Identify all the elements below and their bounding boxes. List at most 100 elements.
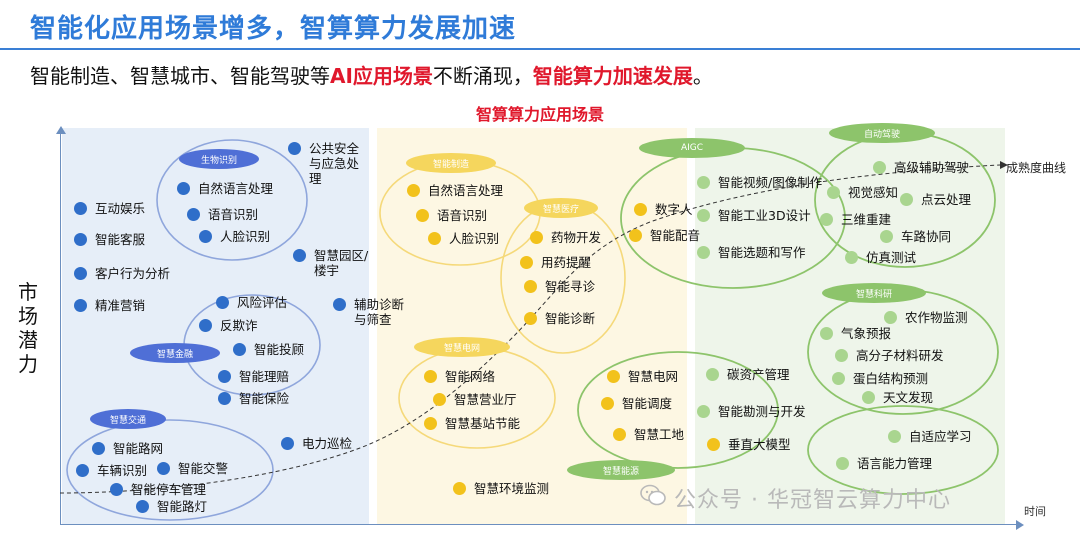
bullet-dot bbox=[634, 203, 647, 216]
group-label-autodrive: 自动驾驶 bbox=[829, 123, 935, 143]
item-adaptive: 自适应学习 bbox=[888, 429, 972, 444]
energy-ellipse bbox=[577, 351, 779, 469]
wechat-icon bbox=[640, 484, 666, 506]
item-polymer: 高分子材料研发 bbox=[835, 348, 944, 363]
item-simulation: 仿真测试 bbox=[845, 250, 916, 265]
item-label: 语言能力管理 bbox=[857, 456, 933, 471]
traffic-ellipse bbox=[66, 419, 274, 521]
item-label: 农作物监测 bbox=[905, 310, 968, 325]
item-label: 智慧营业厅 bbox=[454, 392, 517, 407]
group-label-medical: 智慧医疗 bbox=[524, 198, 598, 218]
zone-mature bbox=[695, 128, 1005, 524]
bullet-dot bbox=[607, 370, 620, 383]
zone-middle bbox=[377, 128, 687, 524]
group-label-energy: 智慧能源 bbox=[567, 460, 675, 480]
bullet-dot bbox=[880, 230, 893, 243]
item-label: 碳资产管理 bbox=[727, 367, 790, 382]
item-robo-advisor: 智能投顾 bbox=[233, 342, 304, 357]
bullet-dot bbox=[453, 482, 466, 495]
item-language: 语言能力管理 bbox=[836, 456, 932, 471]
bullet-dot bbox=[199, 230, 212, 243]
item-med-reminder: 用药提醒 bbox=[520, 255, 591, 270]
bullet-dot bbox=[820, 327, 833, 340]
item-label: 数字人 bbox=[655, 202, 693, 217]
group-label-traffic: 智慧交通 bbox=[90, 409, 166, 429]
item-3d-design: 智能工业3D设计 bbox=[697, 208, 811, 223]
item-weather: 气象预报 bbox=[820, 326, 891, 341]
subtitle: 智能制造、智慧城市、智能驾驶等AI应用场景不断涌现，智能算力加速发展。 bbox=[30, 60, 713, 89]
item-label: 点云处理 bbox=[921, 192, 972, 207]
item-label: 高分子材料研发 bbox=[856, 348, 944, 363]
item-vehicle-recognition: 车辆识别 bbox=[76, 463, 147, 478]
item-label: 智能停车管理 bbox=[131, 482, 207, 497]
item-label: 车路协同 bbox=[901, 229, 952, 244]
item-carbon: 碳资产管理 bbox=[706, 367, 790, 382]
item-label: 精准营销 bbox=[95, 298, 146, 313]
item-exploration: 智能勘测与开发 bbox=[697, 404, 806, 419]
item-writing: 智能选题和写作 bbox=[697, 245, 806, 260]
bullet-dot bbox=[416, 209, 429, 222]
item-label: 自然语言处理 bbox=[198, 181, 274, 196]
bullet-dot bbox=[333, 298, 346, 311]
bullet-dot bbox=[530, 231, 543, 244]
x-axis-label: 时间 bbox=[1024, 505, 1046, 518]
bullet-dot bbox=[216, 296, 229, 309]
bullet-dot bbox=[707, 438, 720, 451]
item-label: 智慧电网 bbox=[628, 369, 679, 384]
item-road-network: 智能路网 bbox=[92, 441, 163, 456]
item-pointcloud: 点云处理 bbox=[900, 192, 971, 207]
bullet-dot bbox=[862, 391, 875, 404]
item-nlp-1: 自然语言处理 bbox=[177, 181, 273, 196]
bullet-dot bbox=[199, 319, 212, 332]
item-label: 智能保险 bbox=[239, 391, 290, 406]
item-label: 智慧园区/楼宇 bbox=[314, 248, 369, 278]
y-axis-label: 市场潜力 bbox=[18, 280, 38, 376]
item-label: 辅助诊断与筛查 bbox=[354, 297, 405, 327]
item-crop: 农作物监测 bbox=[884, 310, 968, 325]
item-v2x: 车路协同 bbox=[880, 229, 951, 244]
bullet-dot bbox=[524, 312, 537, 325]
item-label: 语音识别 bbox=[437, 208, 488, 223]
bullet-dot bbox=[187, 208, 200, 221]
item-adas: 高级辅助驾驶 bbox=[873, 160, 969, 175]
bullet-dot bbox=[74, 267, 87, 280]
item-traffic-police: 智能交警 bbox=[157, 461, 228, 476]
x-axis-arrow bbox=[1016, 520, 1024, 530]
item-digital-human: 数字人 bbox=[634, 202, 693, 217]
item-label: 智能寻诊 bbox=[545, 279, 596, 294]
item-label: 智能路网 bbox=[113, 441, 164, 456]
bullet-dot bbox=[218, 370, 231, 383]
bullet-dot bbox=[832, 372, 845, 385]
item-smart-hall: 智慧营业厅 bbox=[433, 392, 517, 407]
item-label: 天文发现 bbox=[883, 390, 934, 405]
y-axis bbox=[60, 132, 61, 524]
item-astronomy: 天文发现 bbox=[862, 390, 933, 405]
bullet-dot bbox=[888, 430, 901, 443]
bullet-dot bbox=[428, 232, 441, 245]
item-speech-1: 语音识别 bbox=[187, 207, 258, 222]
bullet-dot bbox=[424, 417, 437, 430]
bullet-dot bbox=[74, 202, 87, 215]
subtitle-part1: 智能制造、智慧城市、智能驾驶等 bbox=[30, 64, 330, 88]
item-label: 智能诊断 bbox=[545, 311, 596, 326]
item-label: 三维重建 bbox=[841, 212, 892, 227]
item-vertical-model: 垂直大模型 bbox=[707, 437, 791, 452]
bullet-dot bbox=[74, 233, 87, 246]
item-label: 智能理赔 bbox=[239, 369, 290, 384]
item-label: 高级辅助驾驶 bbox=[894, 160, 970, 175]
bullet-dot bbox=[629, 229, 642, 242]
item-label: 公共安全与应急处理 bbox=[309, 141, 360, 186]
item-label: 智能网络 bbox=[445, 369, 496, 384]
bullet-dot bbox=[697, 246, 710, 259]
bullet-dot bbox=[697, 209, 710, 222]
bullet-dot bbox=[520, 256, 533, 269]
item-label: 智能勘测与开发 bbox=[718, 404, 806, 419]
title-divider bbox=[0, 48, 1080, 50]
bullet-dot bbox=[845, 251, 858, 264]
bullet-dot bbox=[706, 368, 719, 381]
bullet-dot bbox=[92, 442, 105, 455]
group-label-bio: 生物识别 bbox=[179, 149, 259, 169]
item-label: 反欺诈 bbox=[220, 318, 258, 333]
item-base-station: 智慧基站节能 bbox=[424, 416, 520, 431]
bullet-dot bbox=[601, 397, 614, 410]
